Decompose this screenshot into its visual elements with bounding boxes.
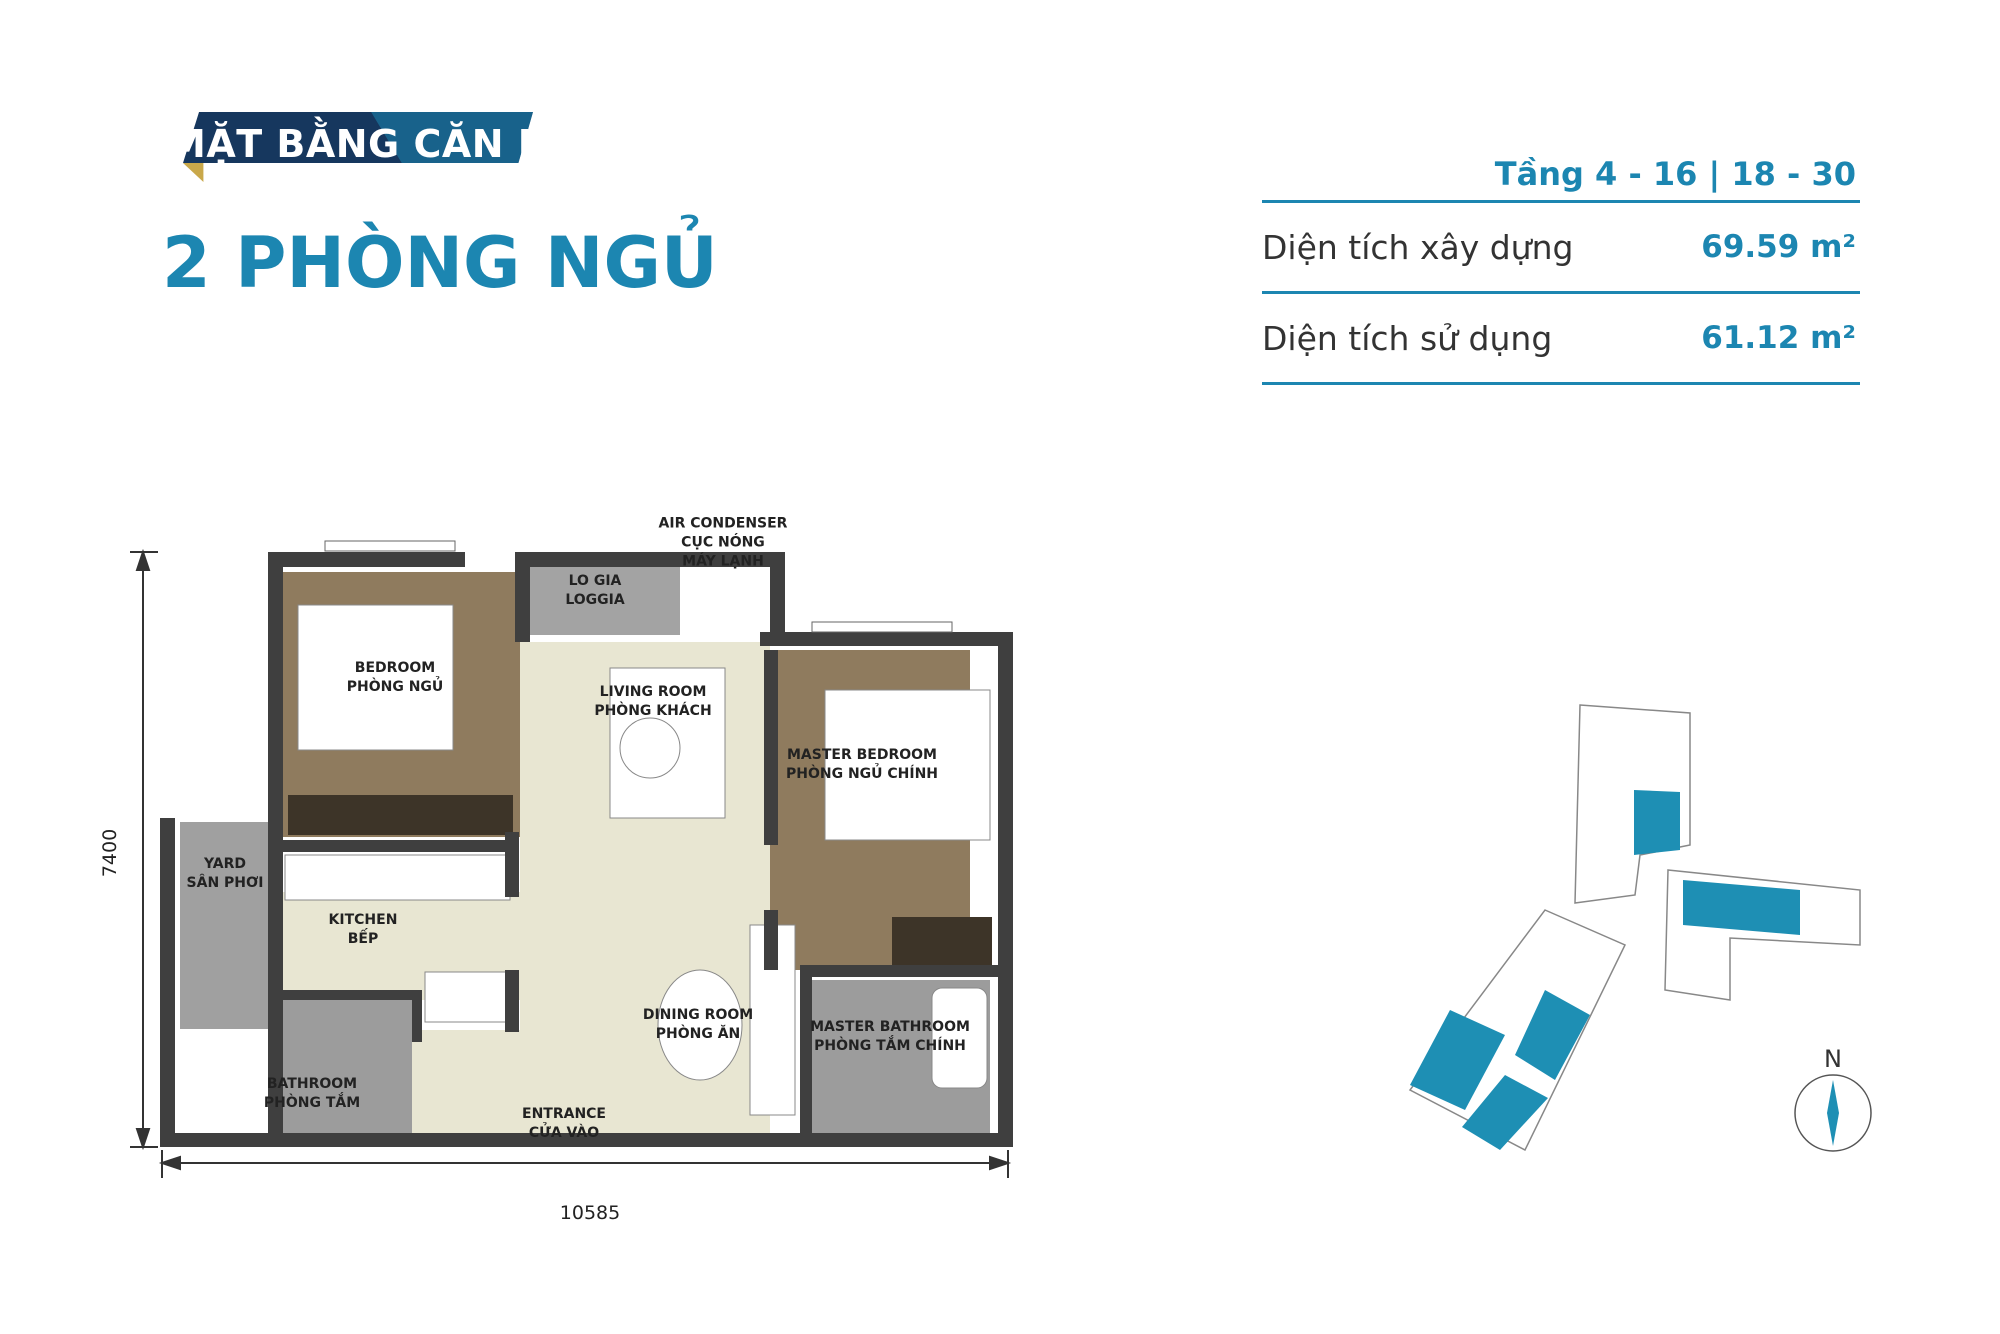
yard-floor: [180, 822, 270, 1029]
bathtub: [931, 987, 988, 1089]
info-label: Diện tích sử dụng: [1262, 318, 1553, 358]
page-title: 2 PHÒNG NGỦ: [162, 222, 718, 304]
highlight-unit: [1683, 880, 1800, 935]
wardrobe: [288, 795, 513, 835]
master-bed: [824, 689, 991, 841]
info-value: 61.12 m²: [1701, 320, 1856, 356]
window: [811, 621, 953, 633]
info-row: Diện tích sử dụng 61.12 m²: [1262, 294, 1860, 382]
header-banner: [183, 112, 533, 182]
dimension-width: 10585: [559, 1202, 621, 1224]
window: [324, 540, 456, 552]
info-value: 69.59 m²: [1701, 229, 1856, 265]
highlight-unit: [1515, 990, 1590, 1080]
compass-needle: [1827, 1080, 1839, 1146]
north-label: N: [1824, 1045, 1842, 1073]
info-label: Diện tích xây dựng: [1262, 227, 1574, 267]
dimension-lines: [130, 548, 1012, 1178]
bathroom-floor: [282, 1000, 412, 1142]
loggia-floor: [530, 560, 680, 635]
wardrobe-master: [892, 917, 992, 965]
floor-range: Tầng 4 - 16 | 18 - 30: [1494, 155, 1856, 193]
coffee-table: [619, 717, 681, 779]
kitchen-counter: [284, 854, 511, 901]
area-info-table: Tầng 4 - 16 | 18 - 30 Diện tích xây dựng…: [1262, 148, 1860, 385]
divider: [1262, 200, 1860, 203]
highlight-unit: [1634, 790, 1680, 855]
bed: [297, 604, 454, 751]
kitchen-island: [424, 971, 511, 1023]
entrance-floor: [410, 1030, 610, 1142]
dining-table: [657, 969, 743, 1081]
divider: [1262, 291, 1860, 294]
highlight-unit: [1462, 1075, 1548, 1150]
walls: [160, 552, 1013, 1147]
divider: [1262, 382, 1860, 385]
tower-north: [1574, 704, 1691, 904]
info-row: Diện tích xây dựng 69.59 m²: [1262, 203, 1860, 291]
highlight-unit: [1410, 1010, 1505, 1110]
banner-text: MẶT BẰNG CĂN HỘ: [168, 122, 583, 166]
